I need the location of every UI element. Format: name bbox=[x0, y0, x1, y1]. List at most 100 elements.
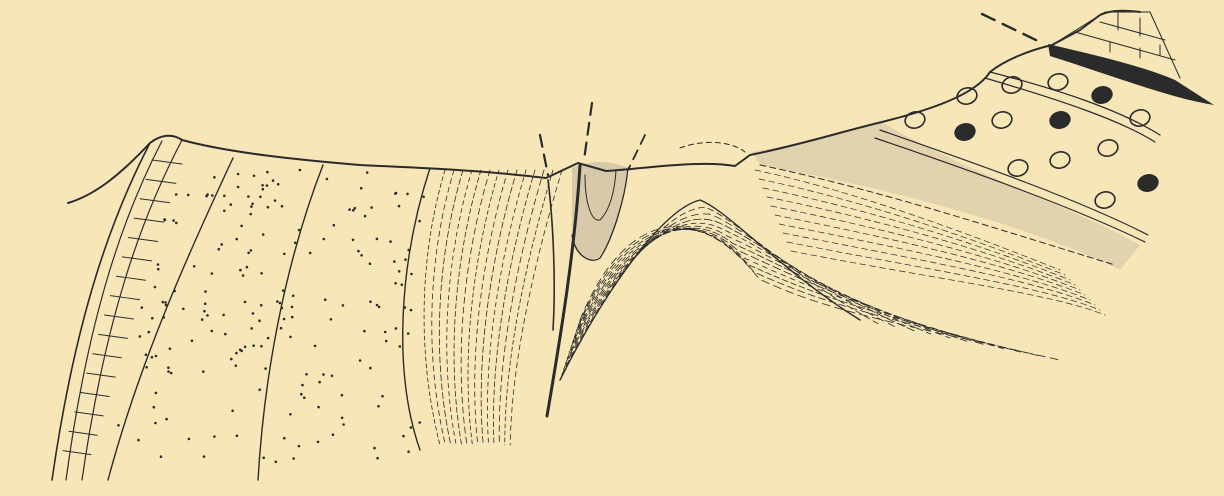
sand-dot bbox=[224, 333, 227, 336]
sand-dot bbox=[292, 457, 295, 460]
sand-dot bbox=[204, 290, 207, 293]
sand-dot bbox=[235, 238, 238, 241]
sand-dot bbox=[289, 336, 292, 339]
sand-dot bbox=[240, 225, 243, 228]
sand-dot bbox=[422, 196, 425, 199]
sand-dot bbox=[237, 173, 240, 176]
sand-dot bbox=[373, 447, 376, 450]
sand-dot bbox=[203, 455, 206, 458]
sand-dot bbox=[348, 208, 351, 211]
sand-dot bbox=[170, 372, 173, 375]
sand-dot bbox=[404, 306, 407, 309]
sand-dot bbox=[384, 331, 387, 334]
sand-dot bbox=[151, 317, 154, 320]
sand-dot bbox=[406, 193, 409, 196]
sand-dot bbox=[239, 269, 242, 272]
sand-dot bbox=[160, 455, 163, 458]
sand-dot bbox=[262, 233, 265, 236]
sand-dot bbox=[352, 239, 355, 242]
sand-dot bbox=[324, 298, 327, 301]
sand-dot bbox=[252, 312, 255, 315]
sand-dot bbox=[318, 381, 321, 384]
sand-dot bbox=[167, 366, 170, 369]
sand-dot bbox=[381, 395, 384, 398]
sand-dot bbox=[279, 302, 282, 305]
sand-dot bbox=[239, 349, 242, 352]
sand-dot bbox=[363, 330, 366, 333]
sand-dot bbox=[172, 219, 175, 222]
sand-dot bbox=[376, 304, 379, 307]
sand-dot bbox=[237, 186, 240, 189]
sand-dot bbox=[283, 318, 286, 321]
sand-dot bbox=[282, 289, 285, 292]
sand-dot bbox=[201, 318, 204, 321]
sand-dot bbox=[182, 308, 185, 311]
sand-dot bbox=[155, 392, 158, 395]
sand-dot bbox=[289, 413, 292, 416]
sand-dot bbox=[394, 282, 397, 285]
sand-dot bbox=[167, 370, 170, 373]
sand-dot bbox=[223, 210, 226, 213]
sand-dot bbox=[369, 262, 372, 265]
sand-dot bbox=[175, 193, 178, 196]
sand-dot bbox=[378, 306, 381, 309]
sand-dot bbox=[376, 238, 379, 241]
sand-dot bbox=[258, 319, 261, 322]
sand-dot bbox=[266, 171, 269, 174]
sand-dot bbox=[330, 318, 333, 321]
sand-dot bbox=[242, 274, 245, 277]
sand-dot bbox=[369, 367, 372, 370]
sand-dot bbox=[244, 346, 247, 349]
sand-dot bbox=[418, 220, 421, 223]
sand-dot bbox=[258, 388, 261, 391]
sand-dot bbox=[165, 418, 168, 421]
sand-dot bbox=[401, 283, 404, 286]
sand-dot bbox=[301, 384, 304, 387]
sand-dot bbox=[272, 179, 275, 182]
sand-dot bbox=[366, 171, 369, 174]
sand-dot bbox=[250, 249, 253, 252]
sand-dot bbox=[211, 194, 214, 197]
sand-dot bbox=[267, 337, 270, 340]
sand-dot bbox=[204, 302, 207, 305]
sand-dot bbox=[249, 213, 252, 216]
sand-dot bbox=[211, 272, 214, 275]
sand-dot bbox=[407, 332, 410, 335]
sand-dot bbox=[275, 461, 278, 464]
sand-dot bbox=[173, 290, 176, 293]
sand-dot bbox=[251, 203, 254, 206]
sand-dot bbox=[230, 358, 233, 361]
sand-dot bbox=[410, 273, 413, 276]
sand-dot bbox=[300, 393, 303, 396]
sand-dot bbox=[398, 270, 401, 273]
sand-dot bbox=[389, 240, 392, 243]
sand-dot bbox=[151, 356, 154, 359]
sand-dot bbox=[317, 441, 320, 444]
sand-dot bbox=[235, 364, 238, 367]
sand-dot bbox=[309, 252, 312, 255]
sand-dot bbox=[376, 457, 379, 460]
sand-dot bbox=[260, 272, 263, 275]
sand-dot bbox=[299, 169, 302, 172]
sand-dot bbox=[164, 219, 167, 222]
sand-dot bbox=[369, 300, 372, 303]
sand-dot bbox=[244, 301, 247, 304]
sand-dot bbox=[117, 424, 120, 427]
sand-dot bbox=[165, 304, 168, 307]
sand-dot bbox=[139, 335, 142, 338]
sand-dot bbox=[292, 295, 295, 298]
sand-dot bbox=[276, 300, 279, 303]
sand-dot bbox=[223, 195, 226, 198]
sand-dot bbox=[259, 196, 262, 199]
sand-dot bbox=[283, 253, 286, 256]
sand-dot bbox=[148, 331, 151, 334]
sand-dot bbox=[222, 314, 225, 317]
sand-dot bbox=[410, 426, 413, 429]
sand-dot bbox=[395, 327, 398, 330]
sand-dot bbox=[332, 433, 335, 436]
sand-dot bbox=[274, 199, 277, 202]
sand-dot bbox=[231, 410, 234, 413]
sand-dot bbox=[323, 238, 326, 241]
sand-dot bbox=[357, 250, 360, 253]
